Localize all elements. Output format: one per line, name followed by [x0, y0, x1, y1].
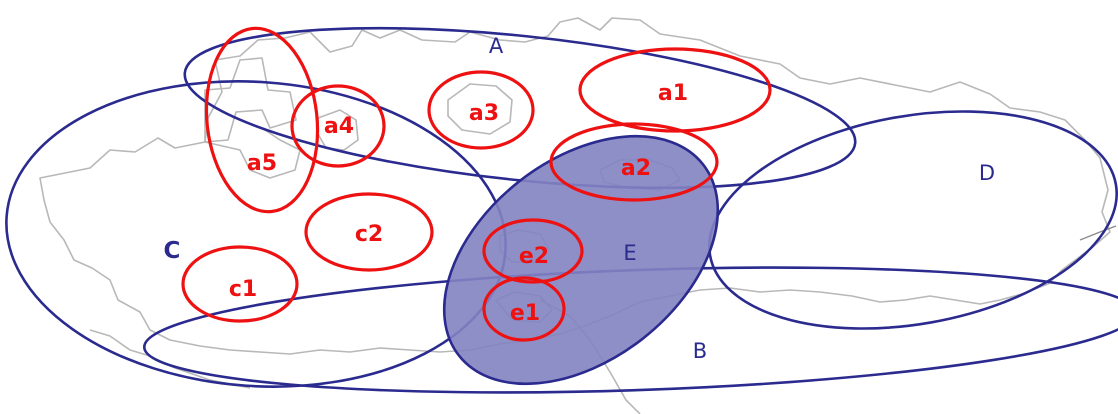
region-label-a: A: [489, 34, 504, 58]
subregion-label-a1: a1: [658, 81, 688, 106]
subregion-label-a3: a3: [469, 101, 499, 126]
coast-detail: [89, 329, 251, 389]
subregions: [181, 26, 772, 342]
subregion-labels: a1 a2 a3 a4 a5 c1 c2 e1 e2: [229, 81, 688, 326]
subregion-e2-ellipse: [482, 218, 584, 284]
map-boundary: [39, 17, 1111, 355]
subregion-a4-ellipse: [290, 84, 386, 168]
subregion-c2-ellipse: [304, 192, 434, 272]
subregion-a5-ellipse: [204, 26, 320, 214]
region-label-c: C: [164, 238, 181, 264]
subregion-label-c1: c1: [229, 277, 257, 302]
region-a-ellipse: [183, 26, 857, 190]
subregion-label-a4: a4: [324, 114, 354, 139]
subregion-a1-ellipse: [578, 47, 772, 133]
region-label-b: B: [693, 339, 707, 363]
region-labels: A B C D E: [164, 34, 996, 363]
subregion-a3-ellipse: [427, 70, 535, 150]
subregion-e1-ellipse: [482, 276, 566, 342]
region-label-e: E: [623, 241, 636, 265]
subregion-label-e2: e2: [519, 244, 549, 269]
subregion-a2-ellipse: [549, 122, 719, 202]
region-d-ellipse: [708, 110, 1118, 330]
district-line-2: [204, 127, 301, 179]
subregion-label-a5: a5: [247, 151, 277, 176]
district-line-3: [317, 109, 359, 151]
subregion-c1-ellipse: [181, 245, 299, 323]
district-line-1: [204, 57, 297, 143]
region-label-d: D: [979, 161, 995, 185]
subregion-label-c2: c2: [355, 222, 383, 247]
district-line-4: [447, 83, 513, 135]
edge-mark: [1079, 225, 1117, 241]
subregion-label-a2: a2: [621, 156, 651, 181]
subregion-label-e1: e1: [510, 301, 540, 326]
